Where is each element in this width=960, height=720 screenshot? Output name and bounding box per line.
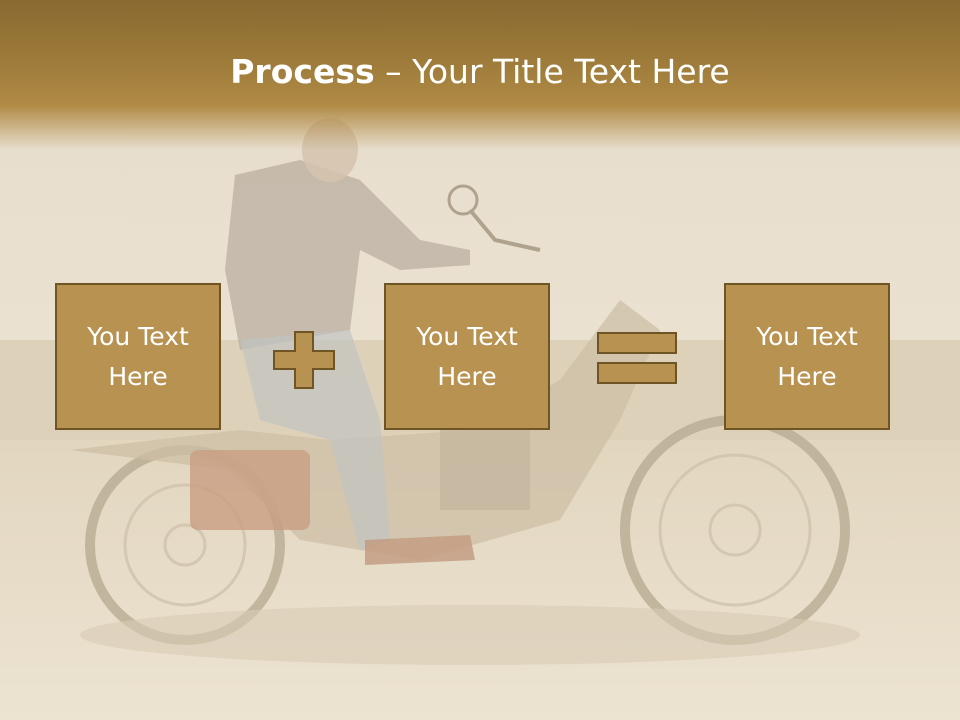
process-box-1[interactable]: You Text Here [55, 283, 221, 430]
process-box-2-text: You Text Here [416, 321, 518, 391]
process-box-1-text: You Text Here [87, 321, 189, 391]
title-banner [0, 0, 960, 150]
title-bold: Process [230, 52, 375, 91]
equals-icon [597, 332, 677, 384]
process-box-3-text: You Text Here [756, 321, 858, 391]
process-box-3[interactable]: You Text Here [724, 283, 890, 430]
title-rest: – Your Title Text Here [374, 52, 730, 91]
slide-title: Process – Your Title Text Here [0, 52, 960, 91]
plus-icon [273, 331, 335, 389]
process-box-2[interactable]: You Text Here [384, 283, 550, 430]
